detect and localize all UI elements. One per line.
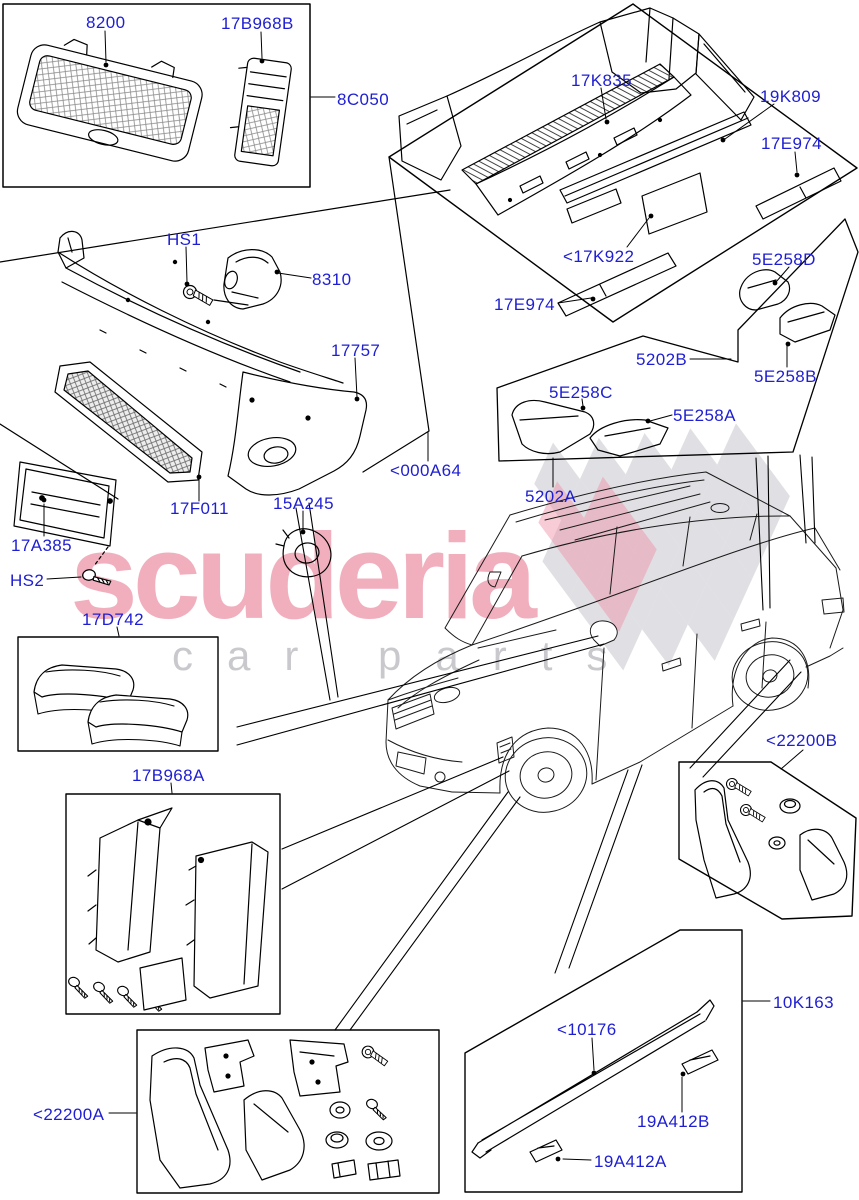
sill-clip-b-drawing [681, 1049, 719, 1075]
rear-panel-drawing [641, 172, 708, 235]
front-grille-drawing [16, 38, 203, 162]
part-label-5E258C[interactable]: 5E258C [549, 383, 613, 402]
part-label-17E974-upper[interactable]: 17E974 [761, 134, 823, 153]
part-label-17757[interactable]: 17757 [331, 341, 381, 360]
rear-trim-left-drawing [557, 252, 677, 317]
rear-trim-right-drawing [755, 167, 842, 220]
part-label-17D742[interactable]: 17D742 [82, 610, 144, 629]
part-label-000A64[interactable]: <000A64 [390, 461, 462, 480]
part-label-17F011[interactable]: 17F011 [170, 499, 229, 518]
front-mudflap-kit-box [136, 1029, 440, 1194]
bracket-8310-drawing [223, 249, 282, 310]
part-label-17B968A[interactable]: 17B968A [132, 766, 205, 785]
bumper-vent-drawing [229, 57, 292, 167]
plate-plinth-drawing [13, 461, 117, 567]
part-label-5E258B[interactable]: 5E258B [754, 367, 817, 386]
fender-vents-box [64, 793, 281, 1015]
mirror-caps-box [17, 636, 219, 752]
watermark-flag [534, 423, 790, 671]
hs2-bolt-drawing [81, 566, 112, 590]
part-label-5E258D[interactable]: 5E258D [752, 250, 816, 269]
part-label-17K835[interactable]: 17K835 [571, 71, 633, 90]
rear-mudflap-kit-box [678, 761, 857, 920]
finisher-kit-box [496, 218, 859, 462]
rear-bumper-drawing [398, 7, 842, 317]
part-label-5202B[interactable]: 5202B [636, 350, 688, 369]
leader-lines [43, 30, 804, 1161]
part-label-17E974-left[interactable]: 17E974 [494, 295, 556, 314]
grille-kit-box [2, 3, 311, 188]
finisher-5E258A-drawing [589, 419, 669, 457]
rear-bumper-kit-box [0, 3, 858, 500]
finisher-5E258C-drawing [511, 399, 595, 455]
finisher-5E258D-drawing [739, 269, 791, 311]
lower-grille-drawing [54, 361, 203, 483]
part-label-8310[interactable]: 8310 [312, 270, 352, 289]
part-label-19A412A[interactable]: 19A412A [594, 1152, 667, 1171]
part-label-17B968B[interactable]: 17B968B [221, 14, 294, 33]
part-label-5E258A[interactable]: 5E258A [673, 406, 736, 425]
part-label-15A245[interactable]: 15A245 [273, 494, 335, 513]
part-label-HS2[interactable]: HS2 [10, 571, 45, 590]
sill-kit-box [464, 929, 743, 1193]
leader-dots [41, 58, 800, 1162]
watermark-tagline: car parts [172, 632, 642, 679]
part-label-HS1[interactable]: HS1 [167, 230, 202, 249]
part-label-5202A[interactable]: 5202A [525, 487, 577, 506]
sill-clip-a-drawing [529, 1139, 563, 1163]
part-label-22200B[interactable]: <22200B [766, 731, 838, 750]
part-label-19A412B[interactable]: 19A412B [637, 1112, 710, 1131]
part-label-19K809[interactable]: 19K809 [760, 87, 822, 106]
part-label-22200A[interactable]: <22200A [33, 1105, 105, 1124]
part-label-10176[interactable]: <10176 [557, 1020, 617, 1039]
part-label-10K163[interactable]: 10K163 [773, 993, 835, 1012]
part-label-8C050[interactable]: 8C050 [337, 90, 390, 109]
rear-lower-trim-drawing [559, 111, 752, 204]
front-bumper-drawing [57, 230, 368, 496]
finisher-5E258B-drawing [779, 302, 836, 343]
part-label-8200[interactable]: 8200 [86, 13, 126, 32]
hs1-bolt-drawing [181, 283, 216, 307]
vehicle-drawing [385, 471, 845, 813]
part-label-17A385[interactable]: 17A385 [11, 536, 73, 555]
fog-bezel-drawing [275, 528, 332, 578]
connector-lines [236, 454, 816, 1031]
part-label-17K922[interactable]: <17K922 [563, 247, 635, 266]
